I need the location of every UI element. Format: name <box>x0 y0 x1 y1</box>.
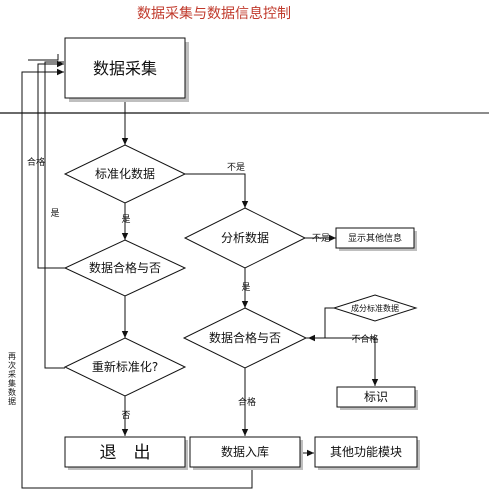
node-exit <box>64 436 186 468</box>
edge-recollect-top-spur <box>28 54 59 61</box>
edge-label-no: 否 <box>121 410 130 421</box>
edge-label-yes-loop: 是 <box>50 208 59 219</box>
node-qualified1-label: 数据合格与否 <box>89 260 161 275</box>
node-store <box>189 436 301 468</box>
edge-qualified1-loop-to-collect <box>37 60 65 269</box>
node-other-modules-label: 其他功能模块 <box>330 445 402 459</box>
node-show-other-label: 显示其他信息 <box>348 232 402 244</box>
edge-label-unqualified: 不合格 <box>351 333 378 345</box>
edge-label-yes-1: 是 <box>121 214 130 225</box>
node-standardize <box>63 144 187 204</box>
node-store-label: 数据入库 <box>221 444 269 459</box>
edge-standardize-to-analyze <box>185 173 249 208</box>
node-standard-data-label: 成分标准数据 <box>351 303 399 313</box>
node-qualified1 <box>63 239 187 297</box>
edge-label-qualified-down: 合格 <box>238 396 256 408</box>
node-analyze-label: 分析数据 <box>221 230 269 245</box>
node-other-modules <box>314 436 418 468</box>
node-show-other <box>335 227 415 249</box>
edge-qualified2-to-mark <box>306 337 379 386</box>
node-analyze <box>183 207 307 269</box>
node-qualified2 <box>182 307 308 369</box>
node-mark <box>336 386 416 408</box>
edge-recollect-loop <box>21 68 253 489</box>
edge-label-yes-2: 是 <box>241 282 250 293</box>
node-collect-label: 数据采集 <box>93 59 157 78</box>
edge-label-recollect: 再次采集数据 <box>8 352 17 406</box>
edge-label-not-yes-2: 不是 <box>312 233 330 244</box>
edge-label-not-yes-1: 不是 <box>227 162 245 173</box>
diagram-title: 数据采集与数据信息控制 <box>137 5 291 22</box>
node-mark-label: 标识 <box>364 390 388 404</box>
node-standard-data <box>332 294 418 322</box>
node-restandardize-label: 重新标准化? <box>92 359 158 374</box>
node-qualified2-label: 数据合格与否 <box>209 330 281 345</box>
node-standardize-label: 标准化数据 <box>95 166 155 181</box>
node-restandardize <box>63 337 187 397</box>
connectors <box>21 54 379 489</box>
edge-label-qualified-loop: 合格 <box>27 156 45 168</box>
node-collect <box>64 37 186 99</box>
edge-standard-data-to-qualified2 <box>308 307 334 342</box>
node-exit-label: 退 出 <box>100 443 151 463</box>
edge-restandardize-loop <box>44 61 65 369</box>
